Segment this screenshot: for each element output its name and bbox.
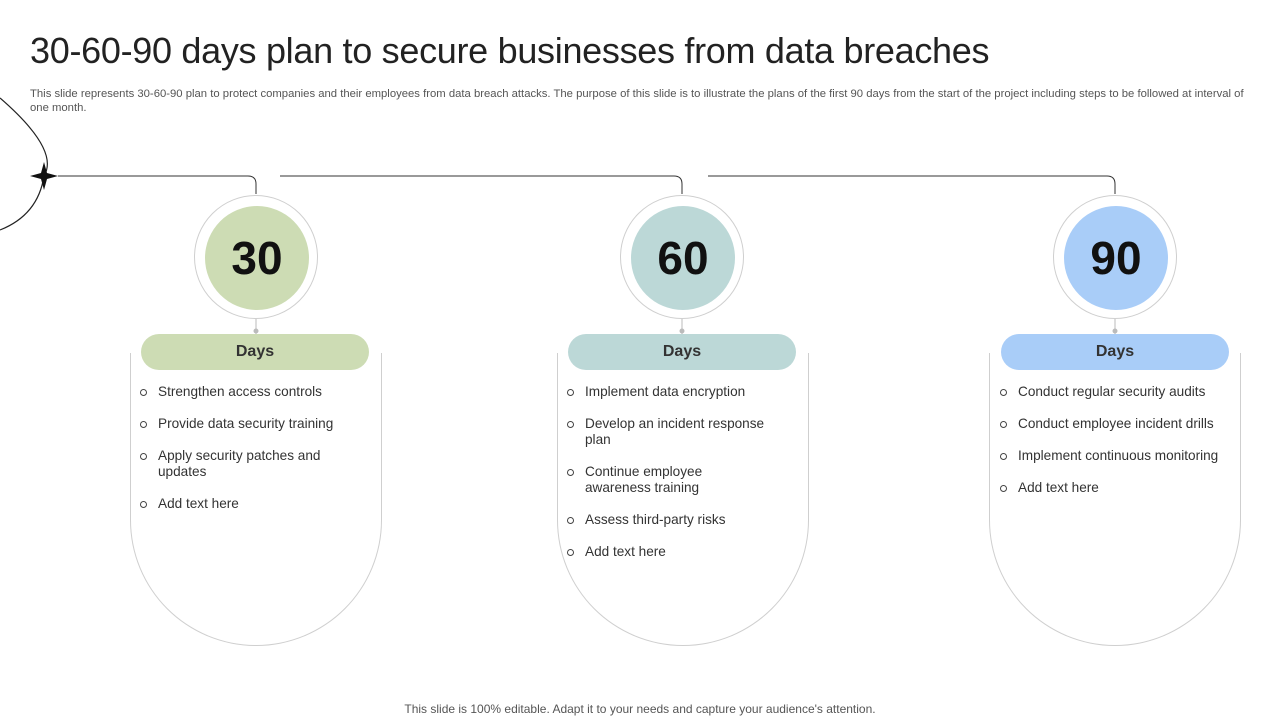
slide-subtitle: This slide represents 30-60-90 plan to p… [30, 88, 1244, 114]
list-item-text: Add text here [158, 496, 239, 511]
bullet-icon [567, 549, 574, 556]
list-item: Strengthen access controls [130, 384, 362, 400]
list-item: Provide data security training [130, 416, 362, 432]
list-item: Conduct employee incident drills [990, 416, 1222, 432]
list-item-text: Continue employee awareness training [585, 464, 703, 495]
bullet-icon [140, 501, 147, 508]
phase-label-30: Days [141, 334, 369, 370]
list-item-text: Provide data security training [158, 416, 334, 431]
list-item: Continue employee awareness training [557, 464, 789, 496]
list-item: Add text here [557, 544, 789, 560]
bullet-icon [1000, 389, 1007, 396]
list-item: Add text here [130, 496, 362, 512]
phase-number-60: 60 [631, 206, 735, 310]
list-item: Conduct regular security audits [990, 384, 1222, 400]
list-item-text: Conduct employee incident drills [1018, 416, 1214, 431]
bullet-icon [1000, 453, 1007, 460]
phase-ring-90: 90 [1053, 195, 1177, 319]
list-item-text: Add text here [1018, 480, 1099, 495]
phase-card-60 [557, 353, 809, 646]
decorative-arc [0, 97, 48, 231]
list-item: Implement data encryption [557, 384, 789, 400]
bullet-icon [140, 453, 147, 460]
bullet-icon [140, 389, 147, 396]
bullet-icon [1000, 485, 1007, 492]
phase-number-90: 90 [1064, 206, 1168, 310]
list-item: Implement continuous monitoring [990, 448, 1222, 464]
phase-ring-60: 60 [620, 195, 744, 319]
slide-footer: This slide is 100% editable. Adapt it to… [404, 702, 876, 716]
phase-card-30 [130, 353, 382, 646]
list-item: Assess third-party risks [557, 512, 789, 528]
phase-label-90: Days [1001, 334, 1229, 370]
list-item-text: Apply security patches and updates [158, 448, 321, 479]
list-item-text: Add text here [585, 544, 666, 559]
bullet-icon [567, 517, 574, 524]
list-item: Develop an incident response plan [557, 416, 789, 448]
list-item-text: Implement continuous monitoring [1018, 448, 1219, 463]
list-item-text: Assess third-party risks [585, 512, 726, 527]
bullet-icon [567, 421, 574, 428]
bullet-icon [140, 421, 147, 428]
list-item-text: Implement data encryption [585, 384, 746, 399]
list-item: Apply security patches and updates [130, 448, 362, 480]
phase-ring-30: 30 [194, 195, 318, 319]
bullet-icon [567, 469, 574, 476]
phase-number-30: 30 [205, 206, 309, 310]
bullet-icon [1000, 421, 1007, 428]
list-item-text: Strengthen access controls [158, 384, 322, 399]
phase-card-90 [989, 353, 1241, 646]
list-item: Add text here [990, 480, 1222, 496]
list-item-text: Develop an incident response plan [585, 416, 765, 447]
slide-title: 30-60-90 days plan to secure businesses … [30, 30, 990, 71]
list-item-text: Conduct regular security audits [1018, 384, 1206, 399]
phase-label-60: Days [568, 334, 796, 370]
four-point-star-icon [30, 162, 58, 190]
bullet-icon [567, 389, 574, 396]
